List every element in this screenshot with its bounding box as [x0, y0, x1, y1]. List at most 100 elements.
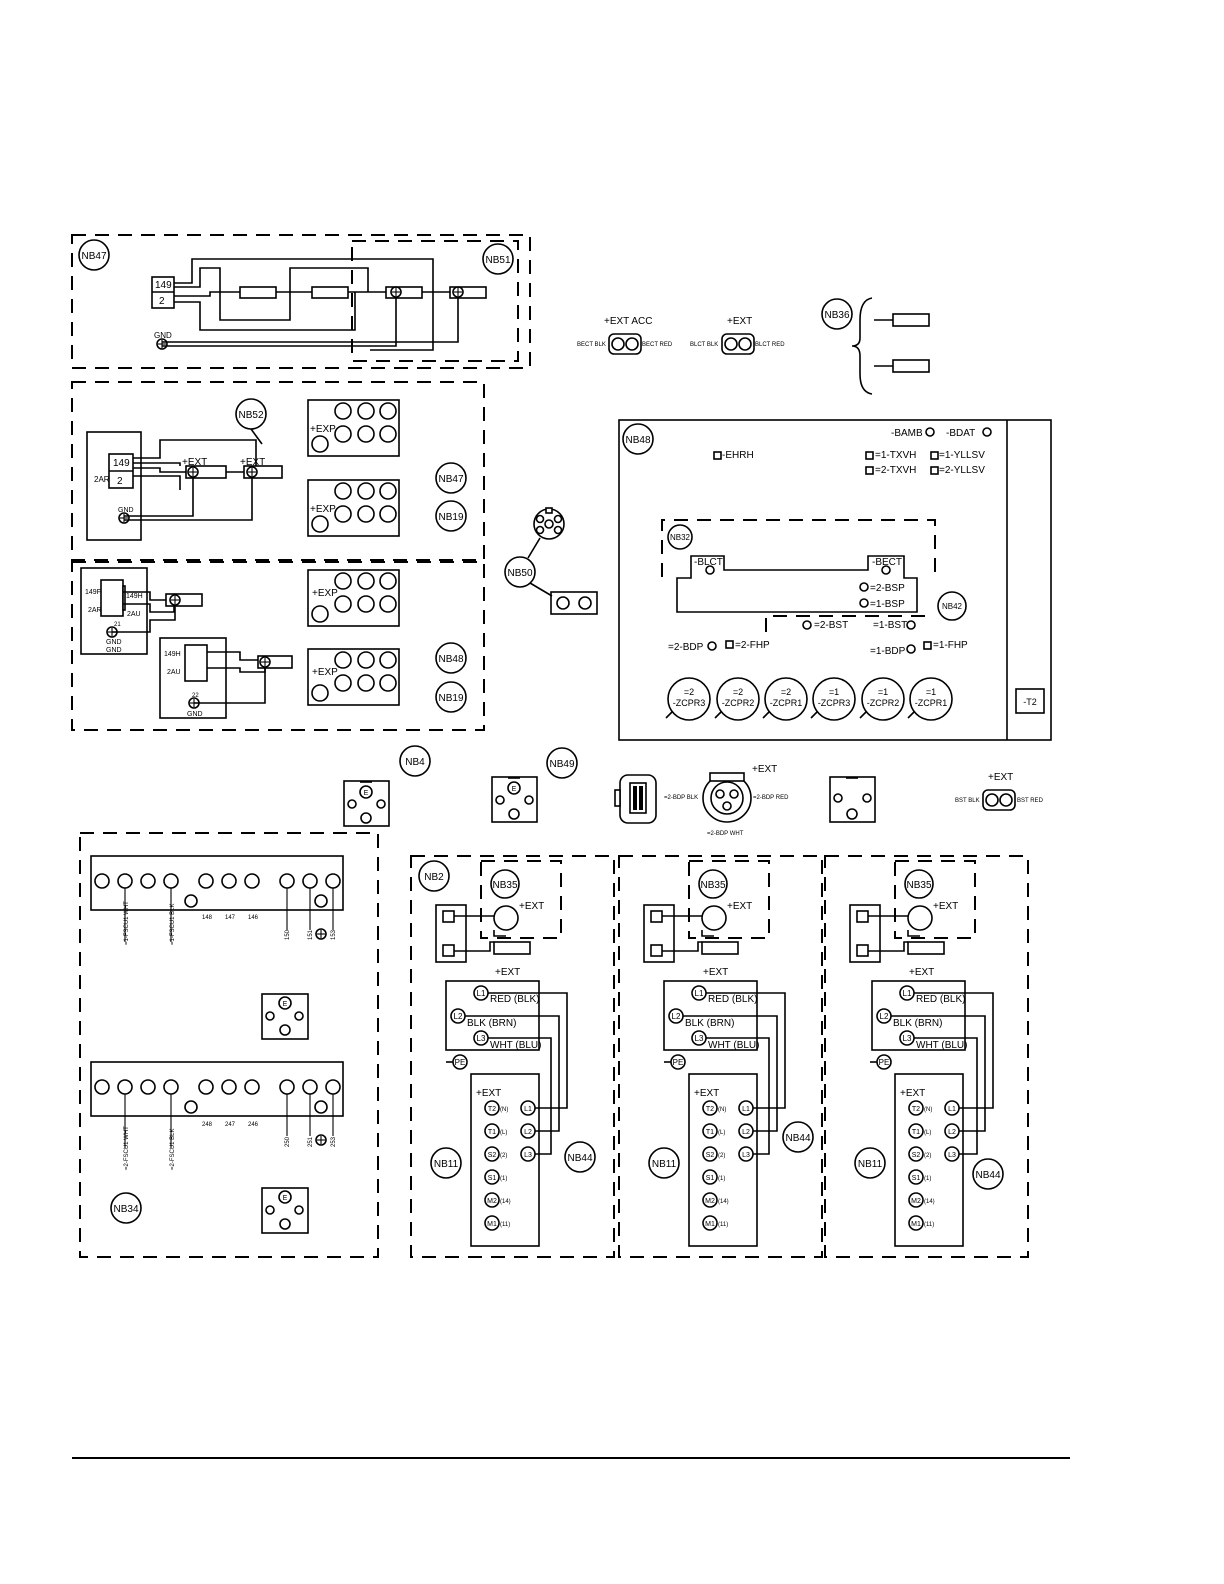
svg-text:(1): (1)	[924, 1176, 931, 1182]
svg-text:-ZCPR2: -ZCPR2	[867, 698, 900, 708]
bdp1-label: =1-BDP	[870, 646, 906, 657]
bdp2-label: =2-BDP	[668, 642, 704, 653]
svg-text:L3: L3	[477, 1034, 486, 1043]
svg-text:-ZCPR3: -ZCPR3	[673, 698, 706, 708]
svg-text:-ZCPR2: -ZCPR2	[722, 698, 755, 708]
svg-text:T2: T2	[706, 1106, 714, 1113]
svg-text:NB11: NB11	[858, 1159, 883, 1170]
svg-text:+EXT: +EXT	[495, 967, 520, 978]
svg-text:(N): (N)	[718, 1107, 726, 1113]
svg-text:L1: L1	[524, 1106, 532, 1113]
svg-text:L3: L3	[695, 1034, 704, 1043]
terminal-2ar-b: 2AR	[88, 607, 102, 614]
svg-text:S2: S2	[706, 1152, 715, 1159]
terminal-2au: 2AU	[127, 611, 141, 618]
svg-text:PE: PE	[879, 1058, 890, 1067]
w1-wht-label: =1-FSCU1 WHT	[124, 901, 130, 945]
compressor-2-1: =2 -ZCPR1	[762, 677, 808, 721]
yllsv1-label: =1-YLLSV	[939, 450, 985, 461]
svg-text:T1: T1	[706, 1129, 714, 1136]
svg-text:M2: M2	[705, 1198, 715, 1205]
svg-text:+EXT: +EXT	[727, 901, 752, 912]
svg-text:WHT (BLU): WHT (BLU)	[916, 1040, 967, 1051]
nb50-label: NB50	[507, 568, 532, 579]
svg-text:(L): (L)	[924, 1130, 931, 1136]
svg-text:(14): (14)	[500, 1199, 511, 1205]
svg-text:+EXT: +EXT	[933, 901, 958, 912]
nb47-top-section: NB47 NB51 149 2 GND	[71, 234, 531, 369]
svg-text:=2: =2	[733, 687, 743, 697]
svg-text:NB44: NB44	[785, 1133, 810, 1144]
svg-text:+EXT: +EXT	[900, 1088, 925, 1099]
nb42-label: NB42	[942, 602, 963, 611]
terminal-21: 21	[114, 622, 121, 628]
nb49-label: NB49	[549, 759, 574, 770]
bsp1-label: =1-BSP	[870, 599, 905, 610]
gnd-label: GND	[154, 331, 172, 340]
compressor-2-3: =2 -ZCPR3	[665, 677, 711, 721]
nb36-label: NB36	[824, 310, 849, 321]
connector-row: NB4 NB49 E E =2-BDP BLK +EXT =2-BDP RED …	[343, 745, 1044, 837]
svg-text:=2: =2	[684, 687, 694, 697]
txvh1-label: =1-TXVH	[875, 450, 916, 461]
svg-text:L3: L3	[948, 1152, 956, 1159]
nb47-mid-label: NB47	[438, 474, 463, 485]
svg-text:-ZCPR1: -ZCPR1	[770, 698, 803, 708]
svg-text:251: 251	[308, 1136, 314, 1147]
svg-text:L1: L1	[742, 1106, 750, 1113]
bect-label: -BECT	[872, 557, 902, 568]
svg-text:L3: L3	[742, 1152, 750, 1159]
svg-text:L3: L3	[524, 1152, 532, 1159]
blct-red-label: BLCT RED	[755, 342, 785, 348]
svg-text:E: E	[364, 790, 369, 797]
terminal-2-label: 2	[159, 296, 165, 307]
compressor-1-2: =1 -ZCPR2	[859, 677, 905, 721]
nb34-section: 148 147 146 150 151 153 =1-FSCU1 WHT =1-…	[79, 832, 379, 1258]
svg-text:+EXT: +EXT	[519, 901, 544, 912]
svg-text:NB44: NB44	[567, 1153, 592, 1164]
svg-text:(11): (11)	[718, 1222, 728, 1228]
svg-text:+EXT: +EXT	[694, 1088, 719, 1099]
nb47-top-label: NB47	[81, 251, 106, 262]
nb51-label: NB51	[485, 255, 510, 266]
svg-text:NB44: NB44	[975, 1170, 1000, 1181]
exp-label-2: +EXP	[310, 504, 336, 515]
bdp-ext-label: +EXT	[752, 764, 777, 775]
exp-label-1: +EXP	[310, 424, 336, 435]
bdp-blk-label: =2-BDP BLK	[664, 795, 698, 801]
bsp2-label: =2-BSP	[870, 583, 905, 594]
motor-panel-3: NB35 +EXT +EXT L1 RED (BLK) L2 BLK (BRN)…	[824, 855, 1029, 1258]
terminal-149f: 149F	[85, 589, 101, 596]
motor-panel-1: NB2 NB35 +EXT +EXT L1 RED (BLK) L2 BLK (…	[410, 855, 615, 1258]
svg-text:BLK (BRN): BLK (BRN)	[685, 1018, 734, 1029]
bamb-label: -BAMB	[891, 428, 923, 439]
svg-text:L2: L2	[948, 1129, 956, 1136]
svg-text:248: 248	[202, 1122, 213, 1128]
bst-blk-label: BST BLK	[955, 798, 980, 804]
svg-text:M2: M2	[911, 1198, 921, 1205]
svg-text:247: 247	[225, 1122, 236, 1128]
nb52-ext-2: +EXT	[240, 457, 265, 468]
nb52-2ar: 2AR	[94, 475, 110, 484]
bdat-label: -BDAT	[946, 428, 975, 439]
exp-label-3: +EXP	[312, 588, 338, 599]
svg-text:-ZCPR3: -ZCPR3	[818, 698, 851, 708]
fhp2-label: =2-FHP	[735, 640, 770, 651]
svg-text:WHT (BLU): WHT (BLU)	[708, 1040, 759, 1051]
txvh2-label: =2-TXVH	[875, 465, 916, 476]
svg-text:T2: T2	[488, 1106, 496, 1113]
nb52-terminal-2: 2	[117, 476, 123, 487]
svg-text:(1): (1)	[718, 1176, 725, 1182]
compressor-2-2: =2 -ZCPR2	[714, 677, 760, 721]
svg-text:246: 246	[248, 1122, 259, 1128]
svg-text:(N): (N)	[924, 1107, 932, 1113]
svg-text:L1: L1	[948, 1106, 956, 1113]
svg-text:146: 146	[248, 915, 259, 921]
yllsv2-label: =2-YLLSV	[939, 465, 985, 476]
svg-text:=1: =1	[829, 687, 839, 697]
compressor-1-1: =1 -ZCPR1	[907, 677, 953, 721]
svg-text:S2: S2	[488, 1152, 497, 1159]
gnd-3: GND	[187, 711, 203, 718]
svg-text:153: 153	[331, 929, 337, 940]
